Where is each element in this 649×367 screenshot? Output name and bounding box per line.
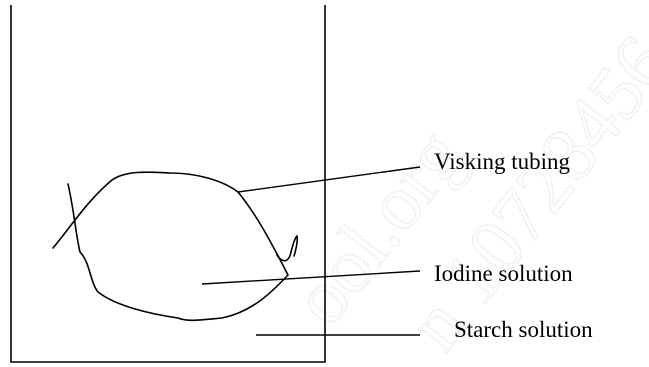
starch-solution-label: Starch solution [454, 317, 593, 342]
visking-tubing-bag [52, 171, 289, 322]
visking-tubing-label: Visking tubing [434, 149, 570, 174]
iodine-solution-leader [201, 270, 421, 285]
tubing-tie [276, 235, 299, 262]
watermark: ool.org n 10728456 [274, 19, 649, 366]
visking-tubing-leader [237, 166, 421, 193]
iodine-solution-label: Iodine solution [434, 261, 573, 286]
beaker-outline [10, 5, 326, 363]
